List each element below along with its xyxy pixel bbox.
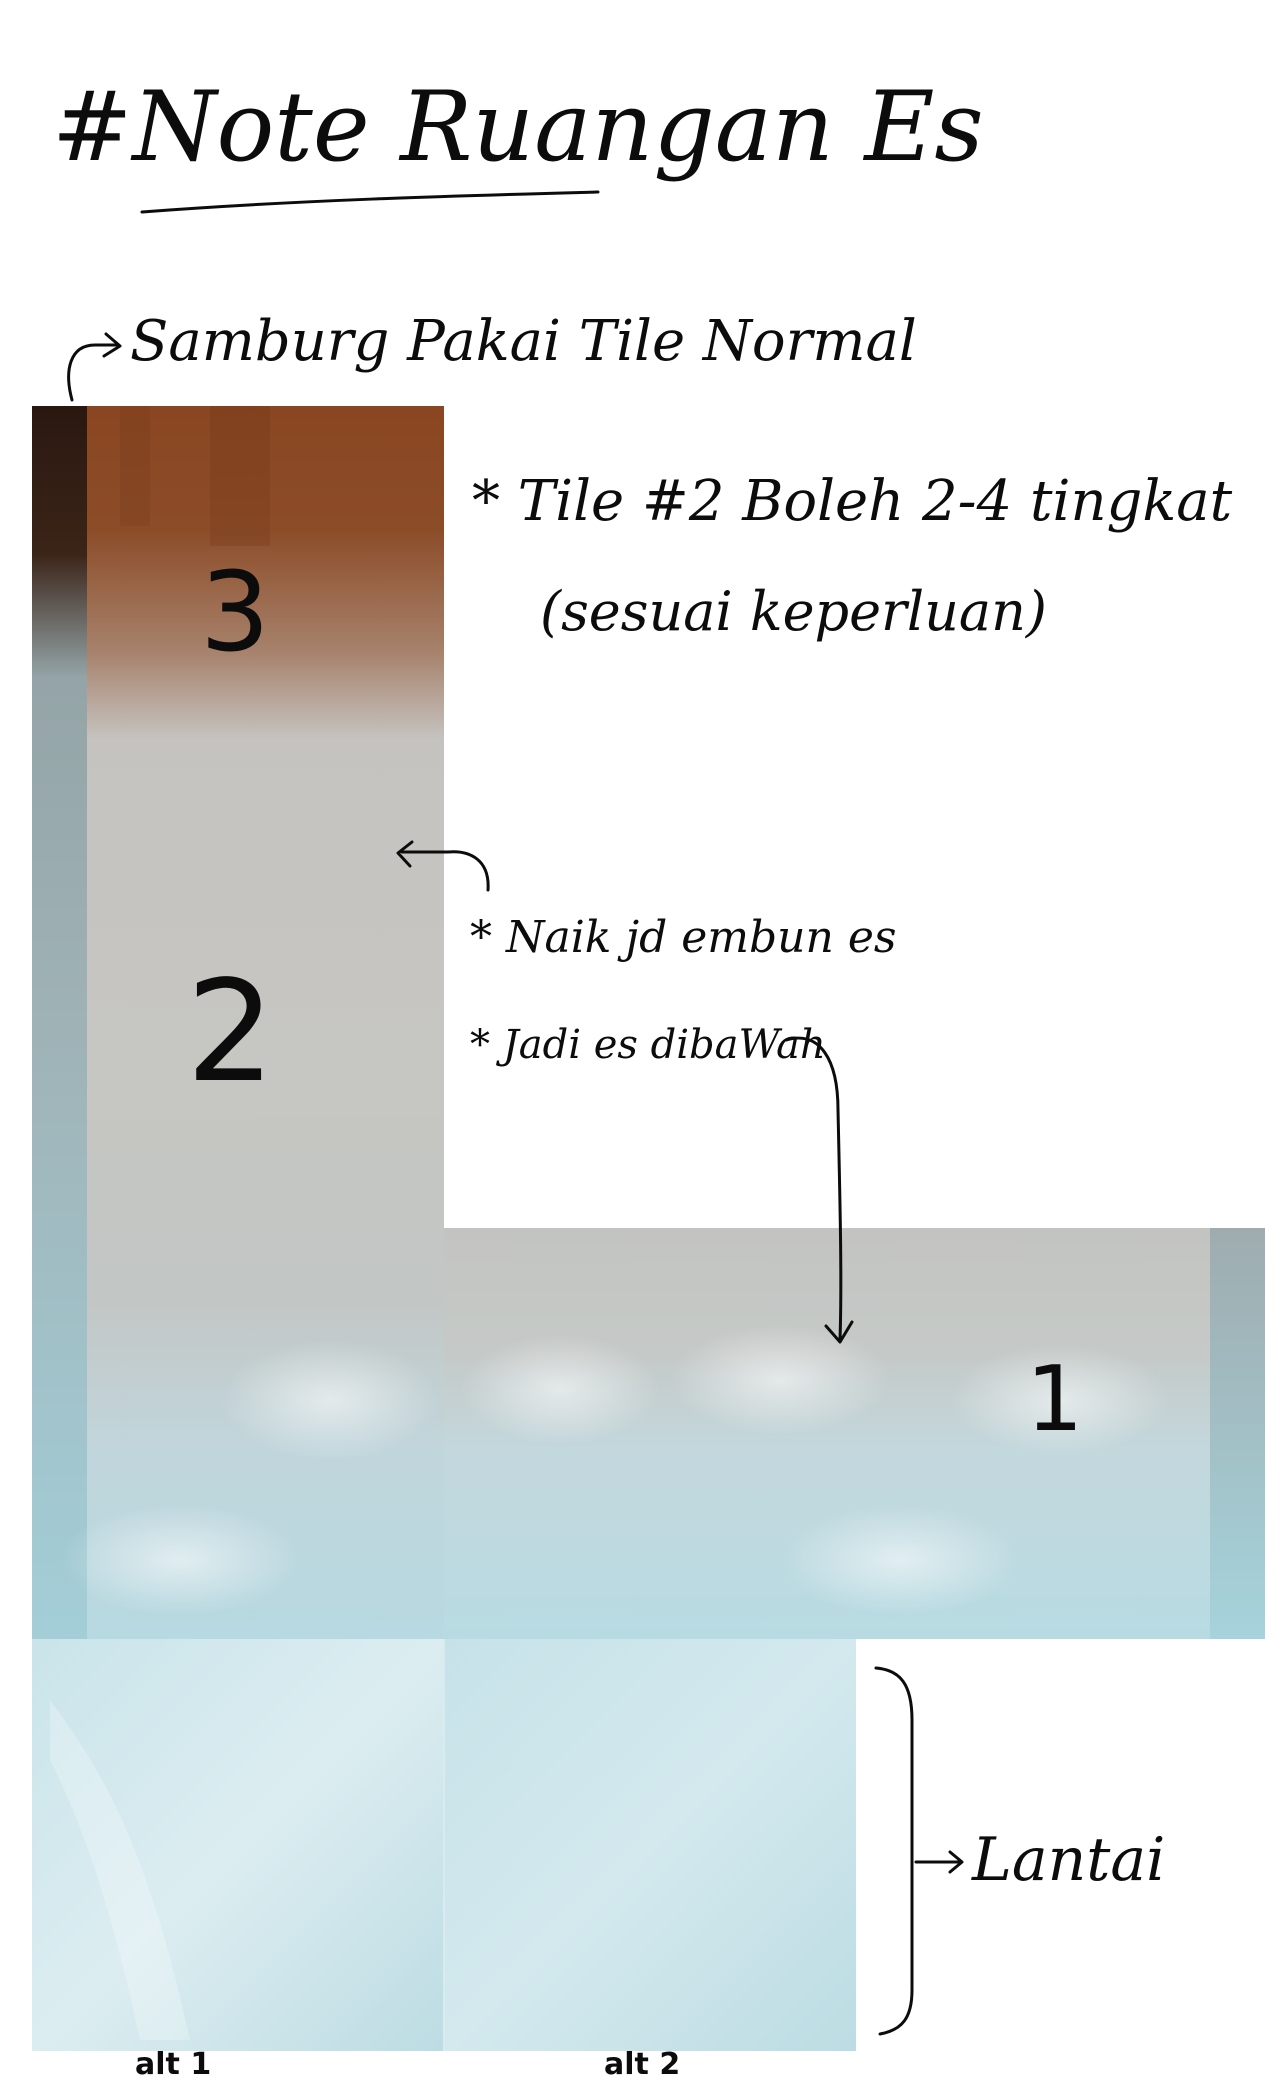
floor-note: Lantai: [971, 1825, 1165, 1895]
page-title: #Note Ruangan Es: [52, 71, 984, 183]
floor-highlight: [50, 1700, 190, 2040]
tile2-note-line2: (sesuai keperluan): [540, 580, 1047, 643]
tile2-note-line1: * Tile #2 Boleh 2-4 tingkat: [472, 469, 1233, 534]
floor-tile-alt-1: [32, 1639, 444, 2051]
floor-bracket: [874, 1666, 914, 2036]
frost-mist: [220, 1340, 440, 1460]
ice-below-note: * Jadi es dibaWah: [470, 1022, 826, 1068]
connect-arrow: [67, 332, 122, 402]
floor-arrow: [914, 1850, 964, 1874]
frost-mist: [950, 1345, 1170, 1455]
floor-label-alt-2: alt 2: [604, 2047, 680, 2080]
tile-label-3: 3: [200, 548, 270, 676]
wood-grain-shadow-2: [120, 406, 150, 526]
frost-arrow: [396, 840, 490, 892]
floor-tiles: [32, 1639, 856, 2051]
dark-edge-strip: [32, 406, 87, 1639]
frost-mist: [460, 1335, 660, 1445]
wood-grain-shadow: [210, 406, 270, 546]
ice-below-arrow: [784, 1036, 854, 1344]
tile-row-illustration: [60, 1228, 1265, 1639]
right-edge-strip: [1210, 1228, 1265, 1639]
connect-note: Samburg Pakai Tile Normal: [130, 309, 917, 374]
frost-mist: [780, 1505, 1020, 1615]
title-underline: [140, 190, 600, 214]
frost-mist: [60, 1505, 300, 1615]
frost-note: * Naik jd embun es: [470, 912, 896, 963]
tile-label-1: 1: [1026, 1347, 1083, 1452]
frost-mist: [670, 1325, 890, 1435]
floor-tile-alt-2: [444, 1639, 856, 2051]
floor-label-alt-1: alt 1: [135, 2047, 211, 2080]
tile-label-2: 2: [186, 951, 275, 1114]
